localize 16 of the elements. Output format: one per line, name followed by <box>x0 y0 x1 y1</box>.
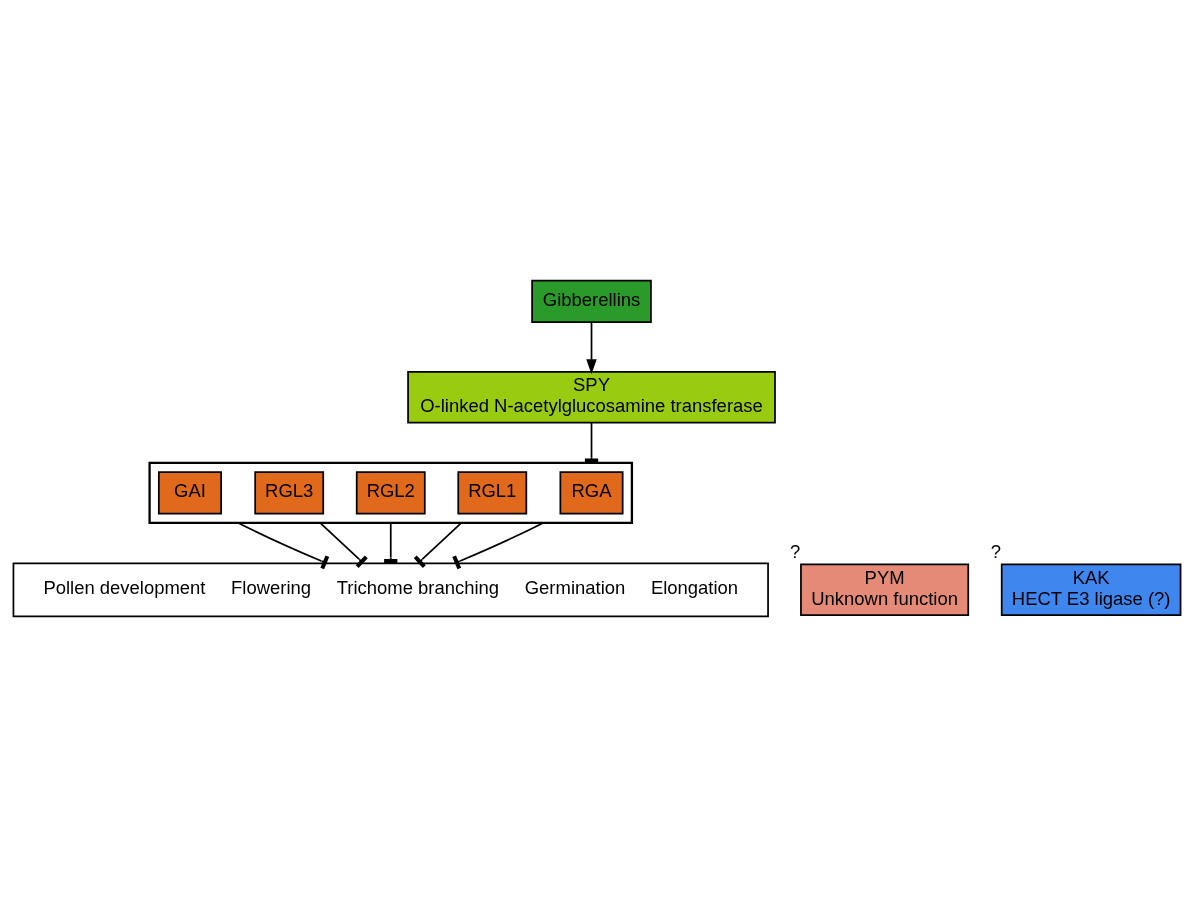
connector <box>452 522 544 570</box>
cluster <box>148 461 634 525</box>
node-box: PYM Unknown function <box>800 563 970 617</box>
node-box: GAI <box>157 471 222 515</box>
node-box: SPY O-linked N-acetylglucosamine transferase <box>407 370 776 424</box>
node-box: RGL2 <box>355 471 426 515</box>
node-box: Gibberellins <box>531 279 652 323</box>
node-box: RGA <box>559 471 624 515</box>
node-box: RGL1 <box>457 471 528 515</box>
node-box: KAK HECT E3 ligase (?) <box>1000 563 1182 617</box>
arrow <box>586 321 597 375</box>
connector <box>319 522 368 568</box>
connector <box>237 522 330 570</box>
node-label: ? <box>990 541 1002 563</box>
node-label: ? <box>790 541 801 563</box>
node-box: RGL3 <box>254 471 325 515</box>
